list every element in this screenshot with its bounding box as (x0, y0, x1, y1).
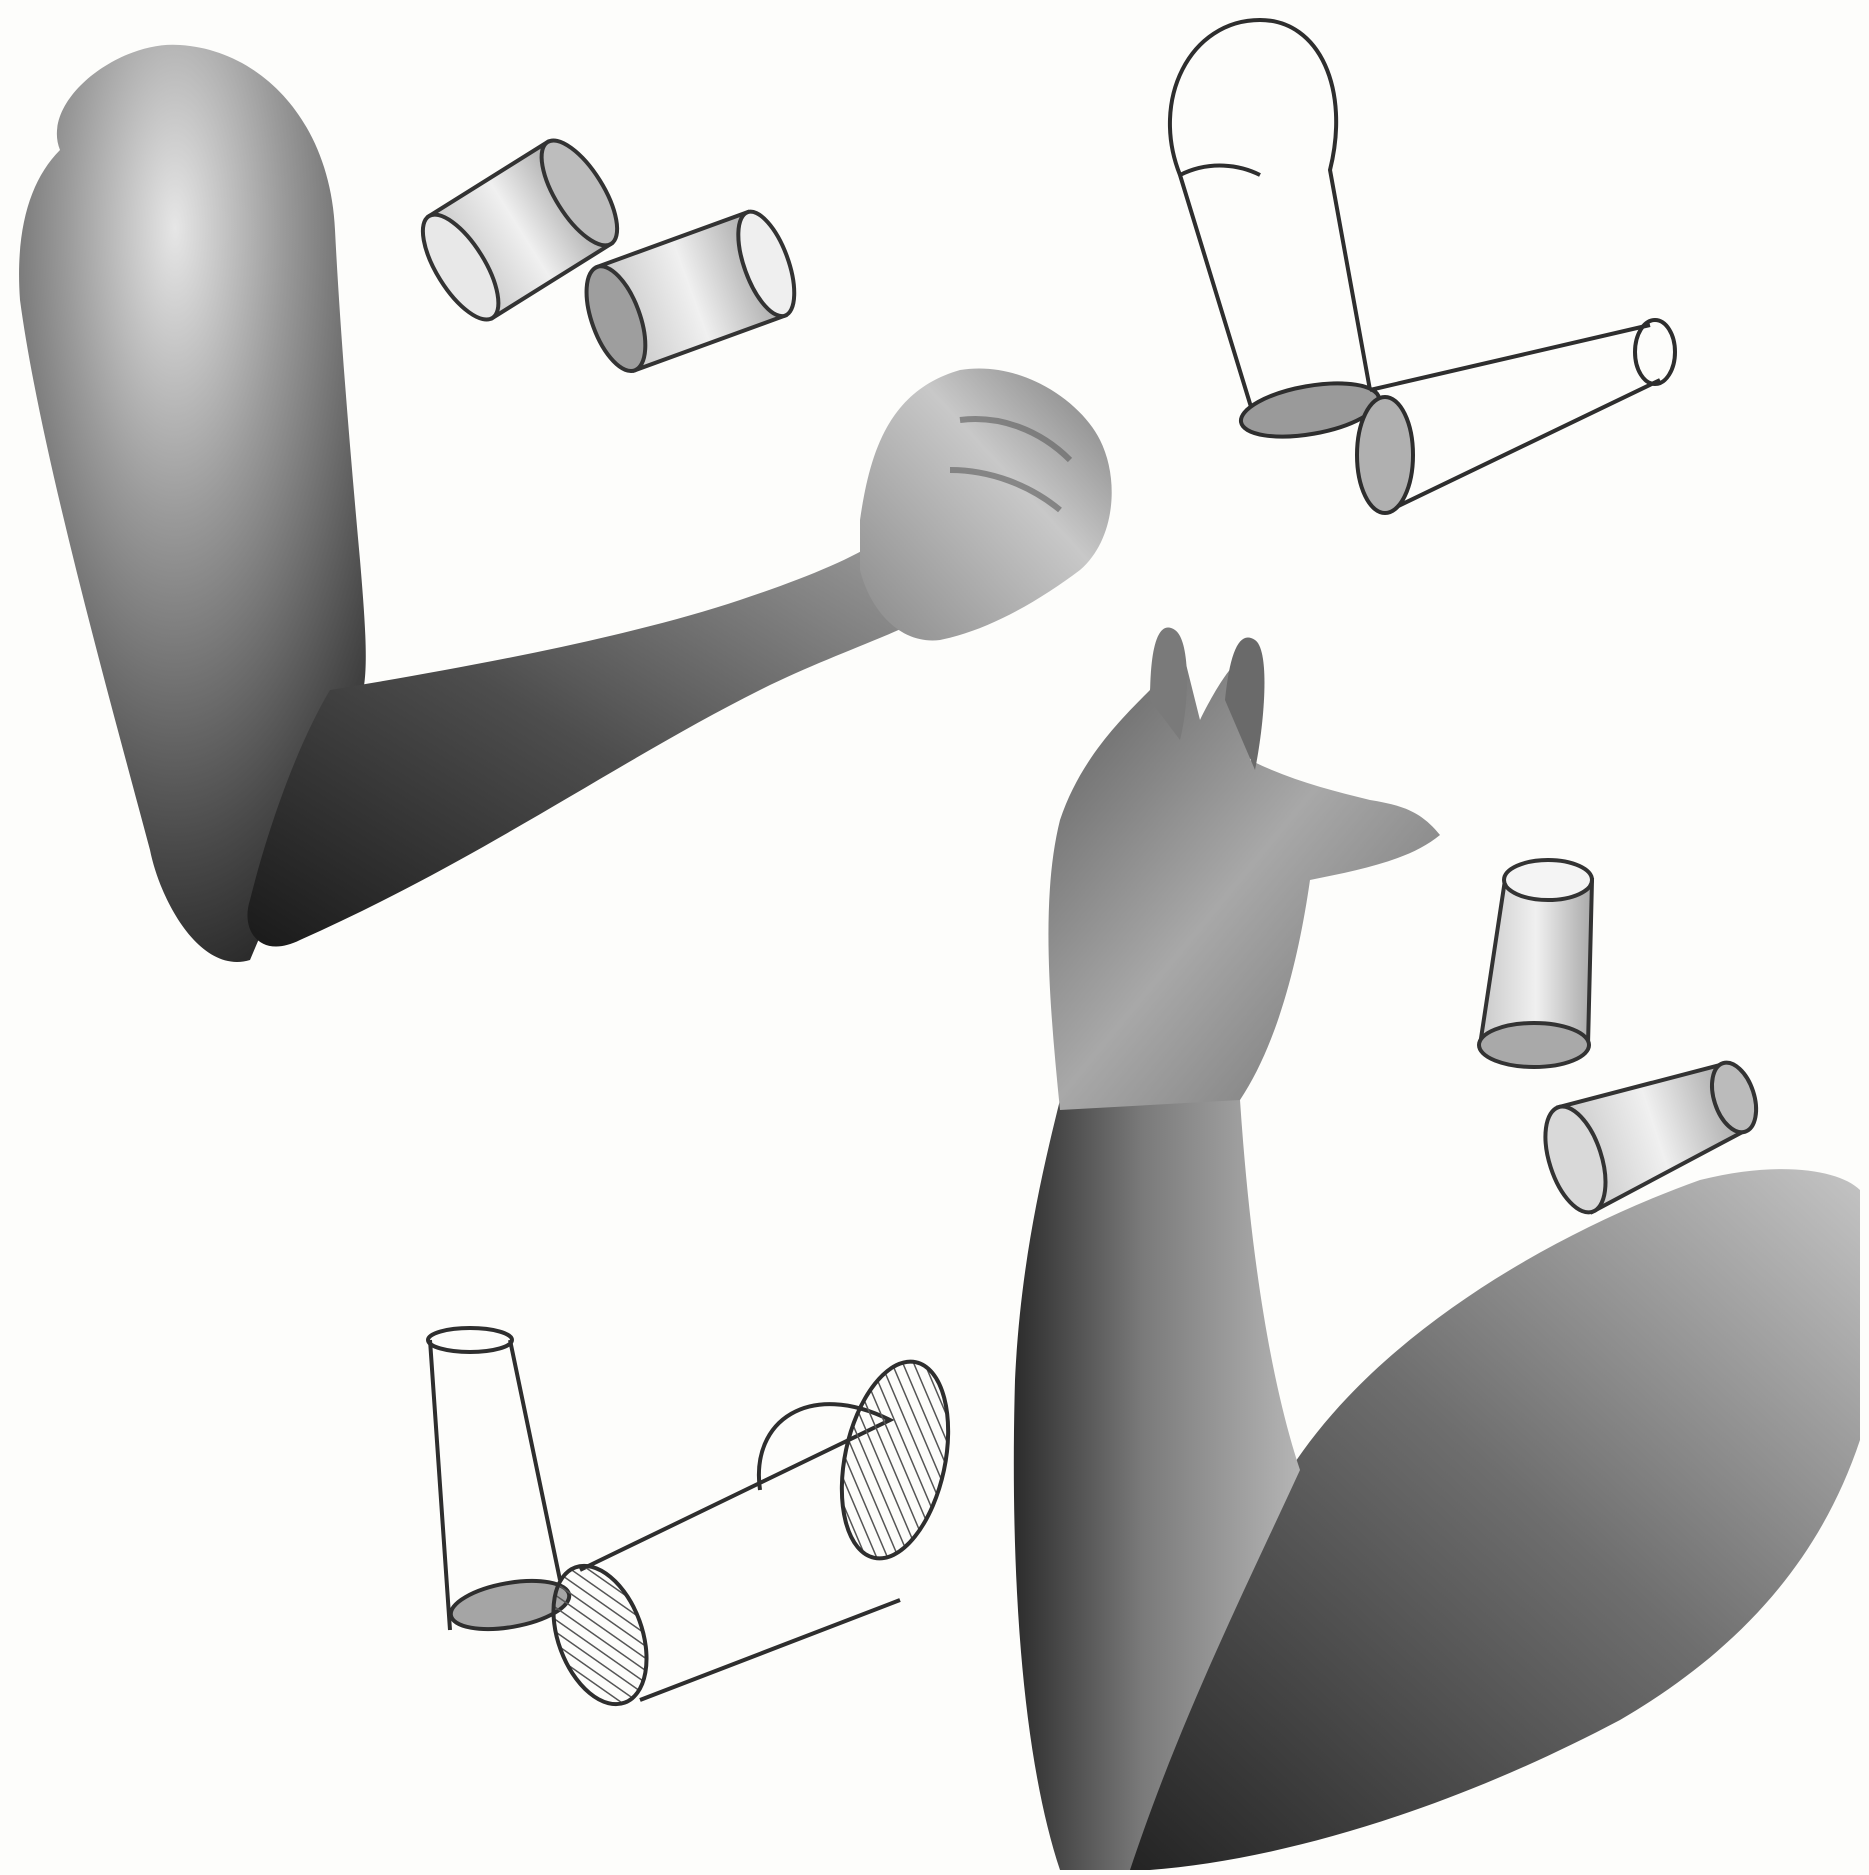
upper-arm-cylinder-outline (1170, 20, 1370, 420)
cylinder-study-top-left (408, 129, 805, 378)
wrist-ellipse (1635, 320, 1675, 384)
cylinder-study-right (1479, 860, 1773, 1220)
hatched-end-ellipse (825, 1352, 964, 1568)
cylinder-study-bottom-left (428, 1328, 965, 1717)
fist-shape (860, 368, 1112, 640)
raised-arm-open-hand (1014, 628, 1860, 1870)
cylinder-study-top-right (1170, 20, 1675, 513)
hatched-base-ellipse (536, 1553, 664, 1717)
forearm-base-ellipse (1357, 397, 1413, 513)
forearm-cylinder-outline (1370, 325, 1660, 510)
upper-cup (1480, 880, 1592, 1045)
upper-arm-top-curve (1180, 166, 1260, 175)
